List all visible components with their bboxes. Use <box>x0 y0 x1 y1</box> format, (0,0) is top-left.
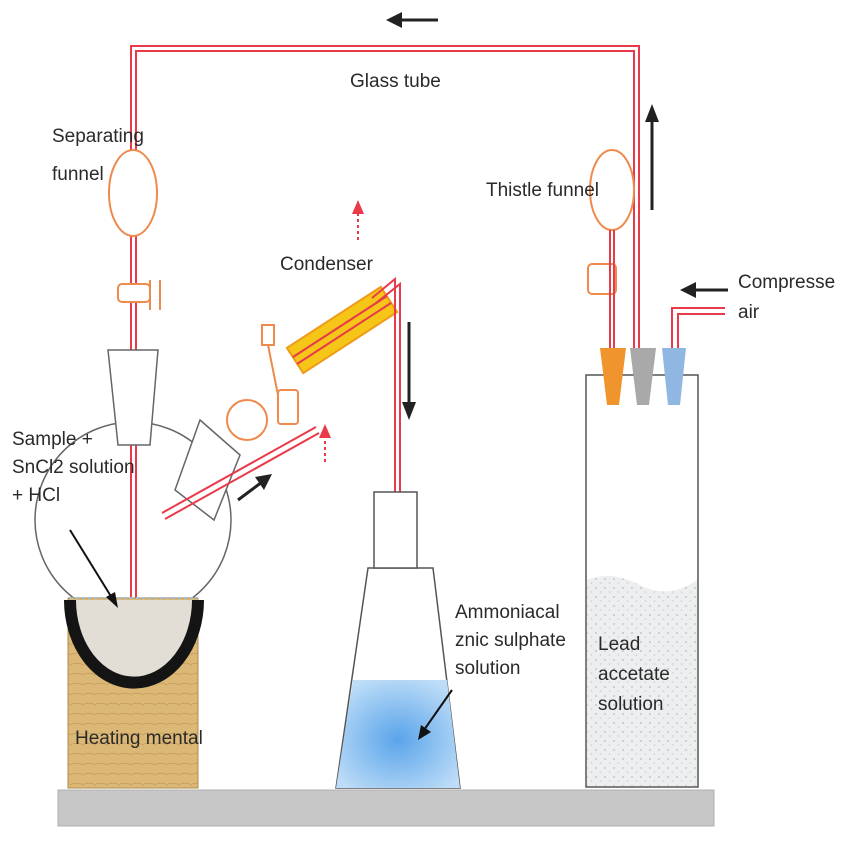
zinc-solution-label: Ammoniacal znic sulphate solution <box>455 602 571 679</box>
sample-label: Sample + SnCl2 solution + HCl <box>12 429 140 506</box>
lead-solution-label: Lead accetate solution <box>598 634 675 715</box>
thistle-funnel-label: Thistle funnel <box>486 180 599 201</box>
beaker <box>585 374 699 788</box>
arrow-pointer-icon <box>418 689 453 740</box>
arrow-left-icon <box>386 12 438 28</box>
arrow-pointer-icon <box>69 529 118 608</box>
stopcock-icon <box>149 280 161 310</box>
conical-flask <box>335 491 461 789</box>
condenser-inlet-arrow-icon <box>319 424 331 462</box>
separating-funnel-label: Separating funnel <box>52 126 149 185</box>
stopper-orange <box>600 348 626 405</box>
heating-bowl <box>64 599 204 689</box>
round-bottom-flask <box>34 349 241 619</box>
separating-funnel <box>108 149 158 303</box>
glass-tube <box>130 45 640 600</box>
stopper-blue <box>662 348 686 405</box>
condenser-outlet-arrow-icon <box>352 200 364 240</box>
separating-funnel-label-line2: funnel <box>52 164 104 185</box>
compressed-air-label: Compresse air <box>738 272 840 323</box>
bench <box>57 789 715 827</box>
heating-mantle-label: Heating mental <box>75 728 203 749</box>
glass-tube-label: Glass tube <box>350 71 441 92</box>
arrow-left-icon <box>680 282 728 298</box>
arrow-up-icon <box>645 104 659 210</box>
condenser <box>285 285 399 375</box>
side-stopcock-icon <box>261 324 299 425</box>
side-bulb <box>226 399 268 441</box>
arrow-down-icon <box>402 322 416 420</box>
flow-arrow-icon <box>237 474 272 502</box>
stopper-gray <box>630 348 656 405</box>
condenser-label: Condenser <box>280 254 374 275</box>
stoppers <box>600 348 686 405</box>
